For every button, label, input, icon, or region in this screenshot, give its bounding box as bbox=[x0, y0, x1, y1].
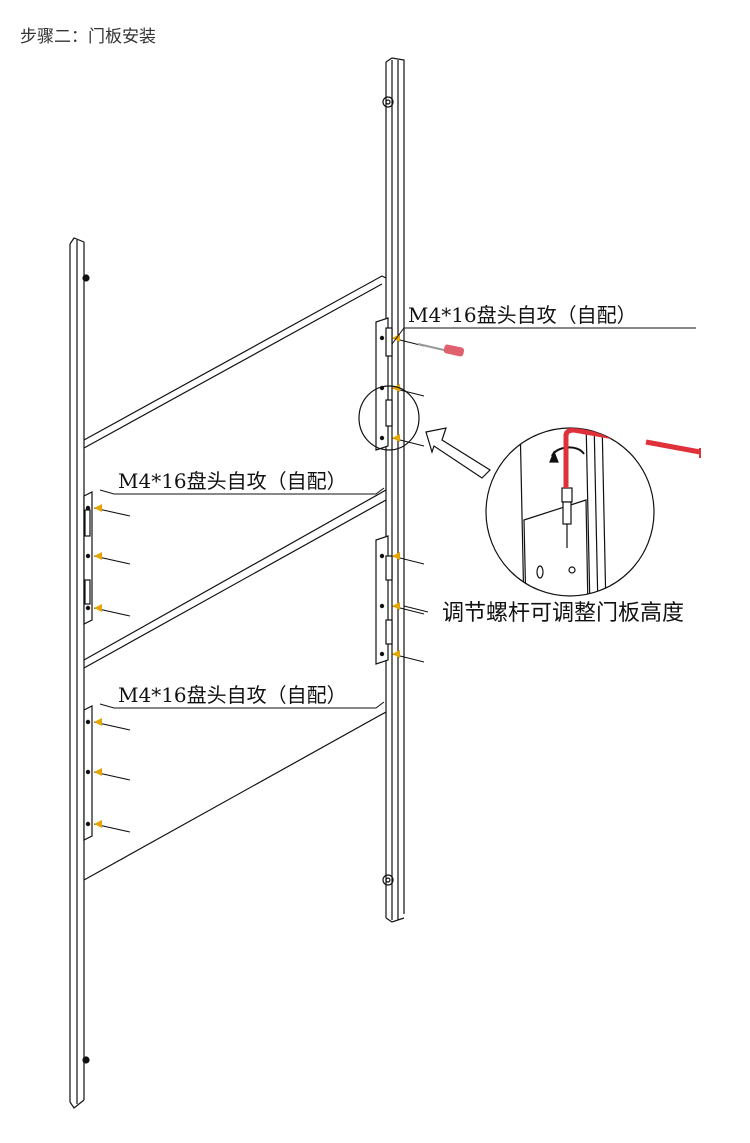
callout-screw-left-upper: M4*16盘头自攻（自配） bbox=[118, 469, 347, 493]
detail-highlight-circle bbox=[358, 385, 420, 451]
callout-leader-adjust bbox=[403, 605, 429, 613]
door-panel-lower bbox=[83, 499, 387, 881]
hinge-plate-left-upper bbox=[83, 491, 93, 625]
right-post bbox=[382, 57, 405, 923]
left-post bbox=[69, 237, 90, 1109]
callout-leader-left-upper bbox=[99, 487, 385, 495]
page-title: 步骤二：门板安装 bbox=[20, 27, 156, 47]
door-panel-upper bbox=[83, 275, 387, 661]
callout-screw-left-lower: M4*16盘头自攻（自配） bbox=[118, 683, 347, 707]
callout-screw-top-right: M4*16盘头自攻（自配） bbox=[408, 303, 637, 327]
detail-arrow-icon bbox=[425, 427, 491, 479]
callout-leader-left-lower bbox=[99, 701, 385, 709]
magnified-detail bbox=[485, 427, 701, 597]
callout-adjust-note: 调节螺杆可调整门板高度 bbox=[442, 601, 684, 626]
callout-leader-top-right bbox=[391, 327, 696, 345]
screw-markers-right bbox=[391, 334, 425, 663]
hinge-plate-left-lower bbox=[83, 705, 93, 841]
hinge-plate-right-lower bbox=[375, 535, 393, 665]
hinge-plate-right-upper bbox=[375, 317, 393, 451]
screwdriver-icon bbox=[417, 343, 465, 357]
screw-markers-left bbox=[93, 504, 131, 833]
